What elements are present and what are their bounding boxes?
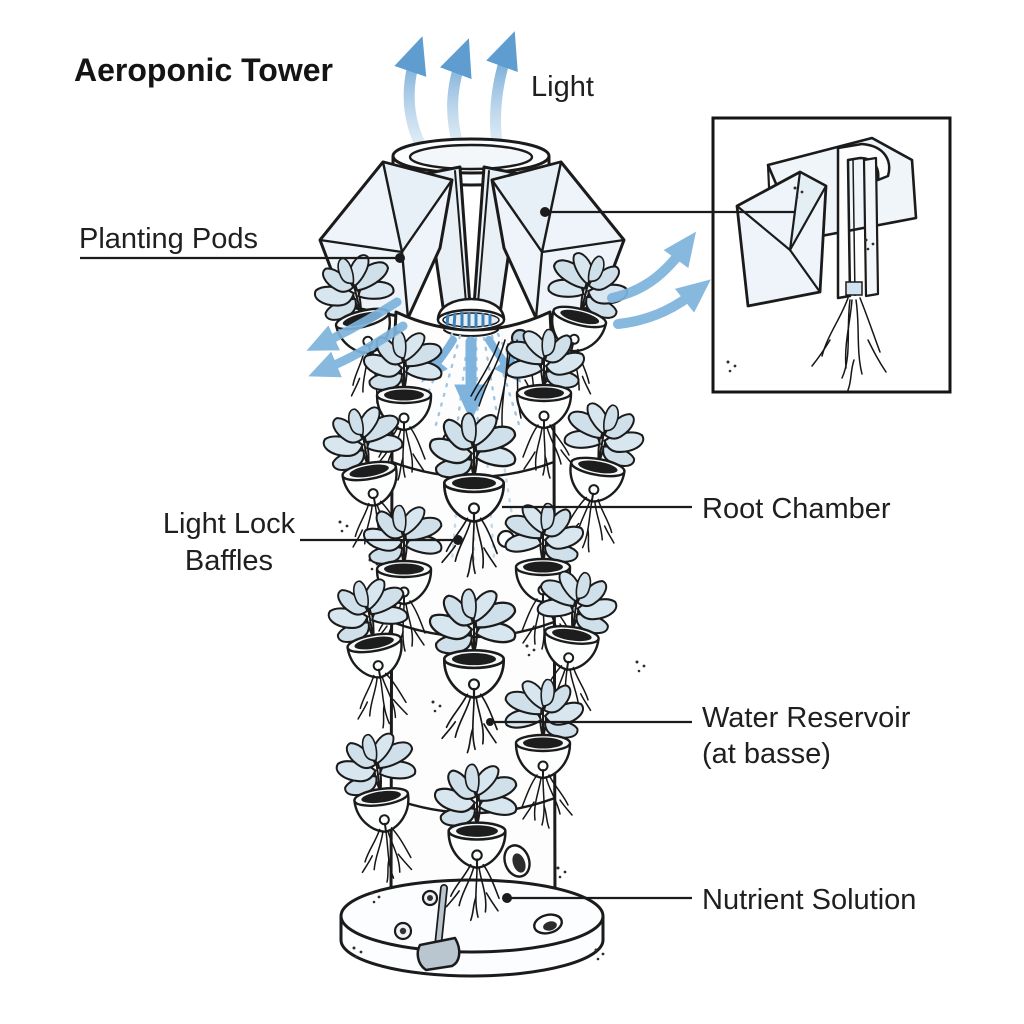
light-lock-channel bbox=[836, 142, 891, 300]
leader-water-reservoir bbox=[486, 718, 692, 726]
label-water-reservoir-line1: Water Reservoir bbox=[702, 702, 911, 734]
label-water-reservoir-line2: (at basse) bbox=[702, 738, 831, 770]
inset-detail-box bbox=[711, 116, 952, 394]
leader-planting-pods bbox=[80, 253, 405, 263]
nozzle-jets bbox=[445, 312, 492, 328]
mist-nozzle bbox=[436, 297, 506, 337]
inset-roots bbox=[811, 297, 887, 391]
label-planting-pods: Planting Pods bbox=[79, 223, 258, 255]
water-level bbox=[845, 281, 863, 296]
water-reservoir-base bbox=[339, 878, 605, 978]
label-nutrient-solution: Nutrient Solution bbox=[702, 884, 916, 916]
label-light-lock-line1: Light Lock bbox=[163, 508, 296, 540]
label-light: Light bbox=[531, 71, 594, 103]
leader-inset bbox=[540, 207, 795, 217]
label-light-lock-line2: Baffles bbox=[185, 545, 273, 577]
page-title: Aeroponic Tower bbox=[74, 52, 333, 88]
side-port-hole bbox=[503, 844, 531, 878]
leader-light-lock bbox=[300, 535, 463, 545]
base-hole bbox=[393, 889, 563, 941]
airflow-arrows-left bbox=[306, 297, 408, 378]
airflow-arrows-right bbox=[607, 231, 711, 329]
inset-pod bbox=[735, 170, 828, 308]
label-root-chamber: Root Chamber bbox=[702, 493, 891, 525]
leader-nutrient-solution bbox=[502, 893, 692, 903]
scoop-tool bbox=[416, 884, 461, 972]
light-arrows-icon bbox=[394, 31, 518, 154]
leader-lines bbox=[80, 207, 795, 903]
